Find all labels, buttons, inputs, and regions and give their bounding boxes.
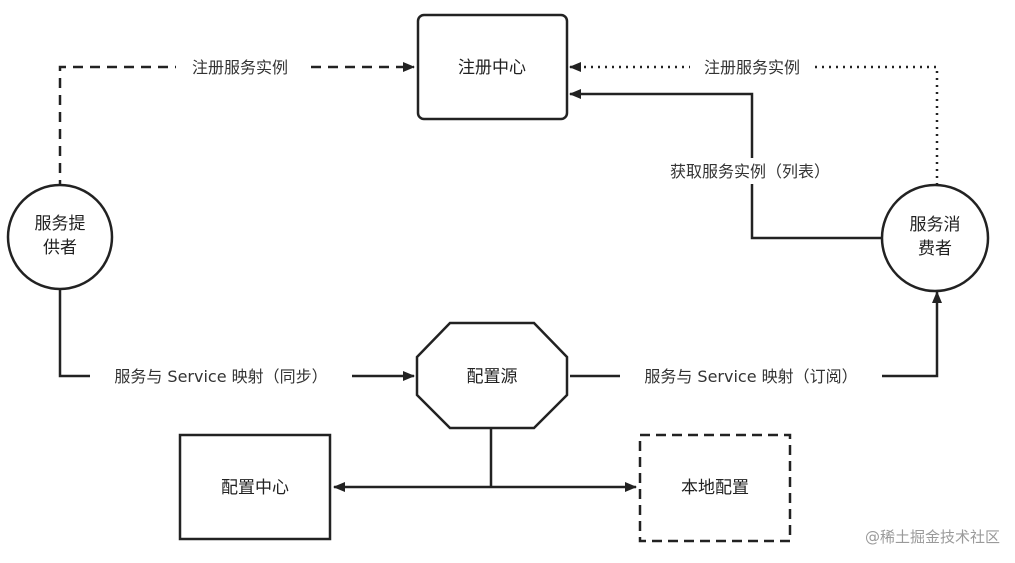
config-center-label: 配置中心 — [221, 478, 289, 498]
local-config-label: 本地配置 — [681, 478, 749, 498]
consumer-fetch-label: 获取服务实例（列表） — [670, 162, 830, 181]
provider-label-line2: 供者 — [43, 238, 77, 258]
registry-label: 注册中心 — [458, 58, 526, 78]
consumer-node — [880, 183, 990, 293]
consumer-mapping-connector — [570, 291, 942, 378]
registry-node — [416, 13, 569, 121]
provider-mapping-label-bg — [90, 364, 352, 388]
consumer-label-line1: 服务消 — [910, 215, 961, 235]
provider-register-label: 注册服务实例 — [192, 58, 288, 77]
config-source-label: 配置源 — [467, 367, 518, 387]
watermark: @稀土掘金技术社区 — [865, 528, 1000, 546]
provider-mapping-connector — [58, 285, 415, 381]
consumer-register-label-bg — [690, 55, 814, 79]
provider-mapping-label: 服务与 Service 映射（同步） — [114, 367, 327, 386]
provider-node — [6, 183, 114, 291]
consumer-fetch-label-bg — [650, 158, 850, 184]
provider-register-connector — [58, 62, 415, 190]
provider-label-line1: 服务提 — [35, 214, 86, 234]
config-source-node — [415, 321, 569, 430]
local-config-node — [638, 433, 792, 543]
provider-register-label-bg — [176, 55, 304, 79]
consumer-register-label: 注册服务实例 — [704, 58, 800, 77]
consumer-label-line2: 费者 — [918, 239, 952, 259]
consumer-mapping-label: 服务与 Service 映射（订阅） — [644, 367, 857, 386]
config-center-node — [178, 433, 332, 541]
consumer-mapping-label-bg — [620, 364, 882, 388]
